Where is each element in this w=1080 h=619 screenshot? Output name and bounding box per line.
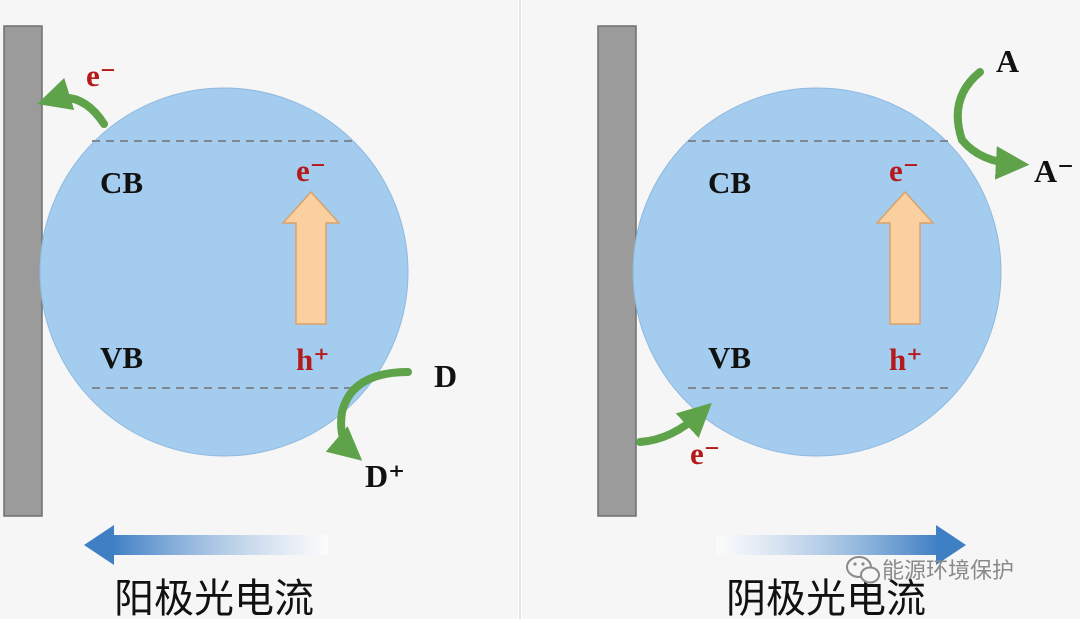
right-cb-label: CB xyxy=(708,165,751,200)
left-semiconductor-particle xyxy=(39,87,409,457)
right-transferred-electron-label: e⁻ xyxy=(690,436,720,471)
left-donor-oxidized-label: D⁺ xyxy=(365,458,405,494)
left-excitation-arrow xyxy=(281,190,341,325)
left-vb-label: VB xyxy=(100,340,143,375)
left-donor-oxidation-arrow xyxy=(325,368,412,461)
right-acceptor-reduced-label: A⁻ xyxy=(1034,153,1074,189)
right-vb-label: VB xyxy=(708,340,751,375)
left-electron-transfer-arrow xyxy=(37,77,108,128)
wechat-icon xyxy=(846,556,880,584)
right-electron-transfer-arrow xyxy=(636,402,712,446)
left-current-arrow-head xyxy=(84,525,114,565)
right-current-arrow-shaft xyxy=(716,535,938,555)
right-electrode xyxy=(597,25,637,517)
left-electron-label: e⁻ xyxy=(296,153,326,188)
left-donor-label: D xyxy=(434,358,457,394)
left-caption: 阳极光电流 xyxy=(114,576,314,619)
right-current-arrow-head xyxy=(936,525,966,565)
left-cb-label: CB xyxy=(100,165,143,200)
right-hole-label: h⁺ xyxy=(889,342,923,377)
right-semiconductor-particle xyxy=(632,87,1002,457)
right-caption: 阴极光电流 xyxy=(726,576,926,619)
left-electrode xyxy=(3,25,43,517)
right-excitation-arrow xyxy=(875,190,935,325)
right-acceptor-reduction-arrow xyxy=(953,68,1030,180)
left-hole-label: h⁺ xyxy=(296,342,330,377)
right-acceptor-label: A xyxy=(996,43,1019,79)
left-current-arrow-shaft xyxy=(112,535,328,555)
watermark-text: 能源环境保护 xyxy=(882,559,1014,584)
right-electron-label: e⁻ xyxy=(889,153,919,188)
left-transferred-electron-label: e⁻ xyxy=(86,58,116,93)
